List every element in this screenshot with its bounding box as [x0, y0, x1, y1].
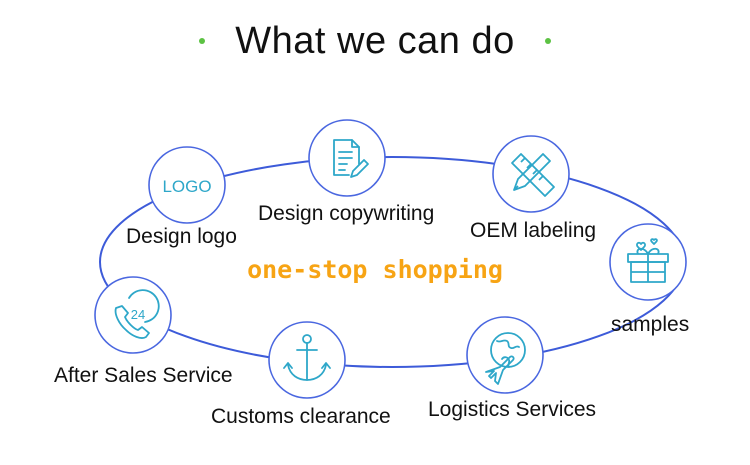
right-bullet-icon: [544, 38, 551, 44]
svg-text:24: 24: [131, 307, 145, 322]
node-samples: [609, 223, 687, 301]
svg-text:LOGO: LOGO: [162, 177, 211, 196]
node-customs-clearance: [268, 321, 346, 399]
page-title: What we can do: [235, 19, 515, 62]
label-samples: samples: [611, 313, 690, 336]
label-oem-labeling: OEM labeling: [470, 219, 597, 242]
label-customs-clearance: Customs clearance: [211, 405, 391, 428]
label-after-sales-service: After Sales Service: [54, 364, 233, 387]
label-design-logo: Design logo: [126, 225, 237, 248]
gift-box-icon: [627, 238, 669, 283]
globe-plane-icon: [485, 332, 526, 385]
node-design-copywriting: [308, 119, 386, 197]
phone-24-icon: 24: [114, 289, 160, 339]
node-after-sales-service: 24: [94, 276, 172, 354]
header: What we can do: [0, 14, 750, 68]
left-bullet-icon: [199, 38, 206, 44]
ruler-pencil-icon: [511, 153, 555, 197]
center-label: one-stop shopping: [247, 255, 503, 284]
logo-text-icon: LOGO: [162, 177, 211, 196]
node-logistics-services: [466, 316, 544, 394]
node-oem-labeling: [492, 135, 570, 213]
anchor-icon: [283, 334, 331, 381]
label-design-copywriting: Design copywriting: [258, 202, 435, 225]
node-design-logo: LOGO: [148, 146, 226, 224]
document-pen-icon: [333, 139, 369, 178]
label-logistics-services: Logistics Services: [428, 398, 597, 421]
